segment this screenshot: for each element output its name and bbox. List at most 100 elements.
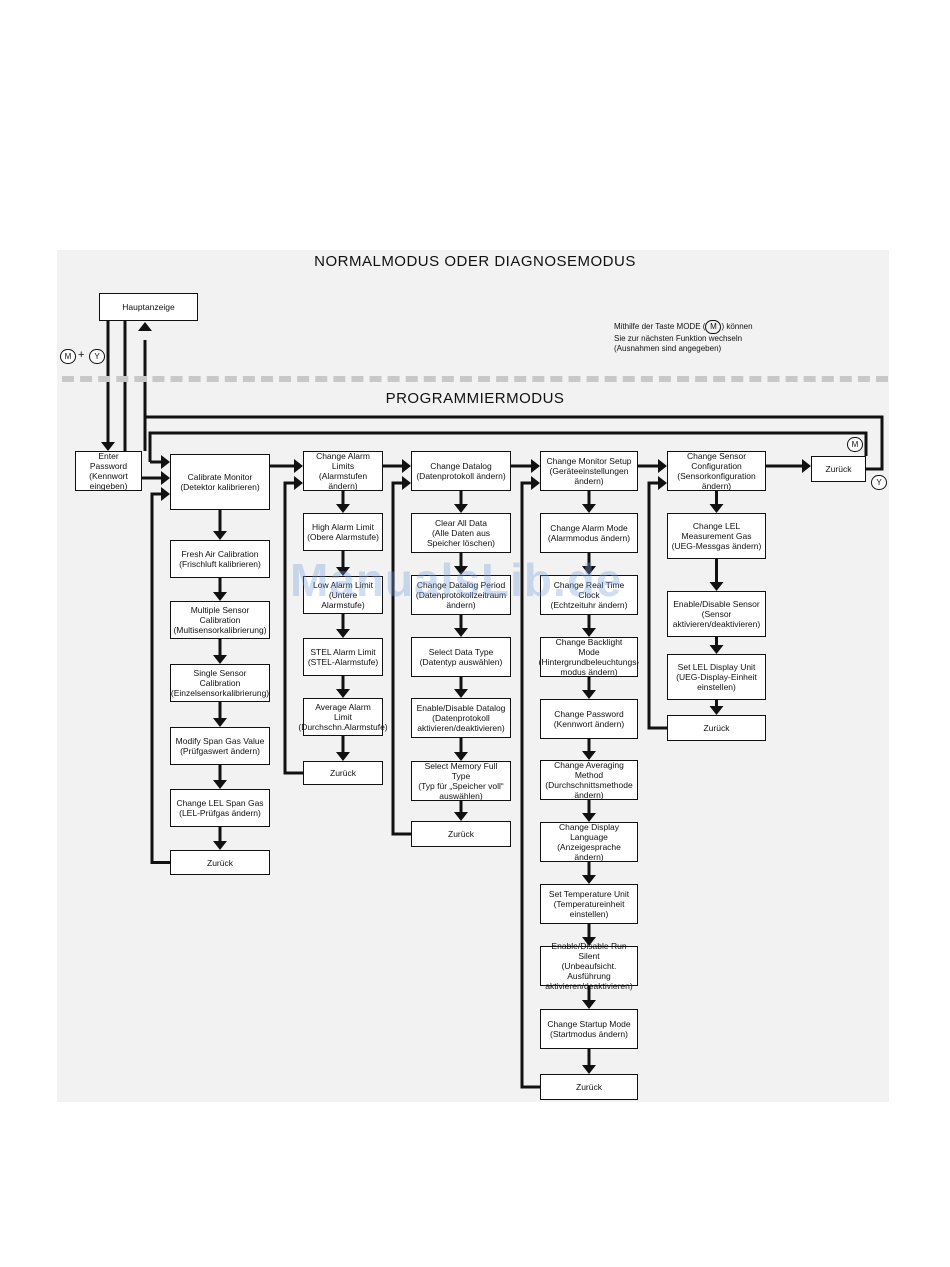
arrow-h1-h2	[402, 459, 411, 473]
column-1-head-de: (Alarmstufen ändern)	[318, 471, 368, 491]
column-1-item-1-en: Low Alarm Limit	[313, 580, 373, 590]
arrow-col3-0	[582, 504, 596, 513]
column-3-item-1-en: Change Real Time Clock	[553, 580, 625, 600]
arrow-col2-5	[454, 812, 468, 821]
column-0-item-2-de: (Einzelsensorkalibrierung)	[170, 688, 270, 698]
arrow-col1-4	[336, 752, 350, 761]
column-0-back-label: Zurück	[207, 857, 233, 868]
arrow-col2-1	[454, 566, 468, 575]
arrow-outer-return	[138, 322, 152, 331]
column-3-item-6: Set Temperature Unit(Temperatureinheit e…	[540, 884, 638, 924]
arrow-col0-return	[161, 487, 170, 501]
arrow-col3-5	[582, 813, 596, 822]
column-0-back-box: Zurück	[170, 850, 270, 875]
note-line1-pre: Mithilfe der Taste MODE (	[614, 322, 706, 332]
arrow-col3-8	[582, 1000, 596, 1009]
column-3-item-5: Change Display Language(Anzeigesprache ä…	[540, 822, 638, 862]
note-line2: Sie zur nächsten Funktion wechseln	[614, 334, 743, 343]
column-2-item-3-en: Enable/Disable Datalog	[416, 703, 506, 713]
wire-col1-return	[283, 481, 303, 775]
note-line3: (Ausnahmen sind angegeben)	[614, 344, 722, 353]
column-2-item-2-de: (Datentyp auswählen)	[419, 657, 503, 667]
column-3-item-0-de: (Alarmmodus ändern)	[547, 533, 631, 543]
column-3-item-1: Change Real Time Clock(Echtzeituhr änder…	[540, 575, 638, 615]
arrow-col2-3	[454, 689, 468, 698]
arrow-col4-3	[709, 706, 724, 715]
arrow-col3-1	[582, 566, 596, 575]
column-3-item-3-en: Change Password	[554, 709, 624, 719]
column-2-head-de: (Datenprotokoll ändern)	[416, 471, 506, 481]
arrow-col2-4	[454, 752, 468, 761]
column-3-item-4-de: (Durchschnittsmethode ändern)	[545, 780, 633, 800]
arrow-col3-9	[582, 1065, 596, 1074]
arrow-col0-1	[213, 592, 227, 601]
column-3-item-5-en: Change Display Language	[558, 822, 619, 842]
arrow-password-to-calibrate	[161, 471, 170, 485]
column-0-item-4-en: Change LEL Span Gas	[176, 798, 264, 808]
column-4-item-2-de: (UEG-Display-Einheit einstellen)	[676, 672, 757, 692]
y-key-icon-right: Y	[871, 475, 887, 490]
column-2-item-0-de: (Alle Daten aus Speicher löschen)	[426, 528, 496, 548]
column-0-item-3: Modify Span Gas Value(Prüfgaswert ändern…	[170, 727, 270, 765]
normal-mode-title: NORMALMODUS ODER DIAGNOSEMODUS	[314, 253, 636, 270]
column-0-item-4-de: (LEL-Prüfgas ändern)	[179, 808, 261, 818]
arrow-col0-5	[213, 841, 227, 850]
column-2-item-4-de: (Typ für „Speicher voll“ auswählen)	[418, 781, 504, 801]
column-0-item-1-de: (Multisensorkalibrierung)	[173, 625, 267, 635]
arrow-col1-1	[336, 567, 350, 576]
column-4-item-0: Change LEL Measurement Gas(UEG-Messgas ä…	[667, 513, 766, 559]
wire-col3-return	[520, 481, 540, 1089]
column-2-item-3: Enable/Disable Datalog(Datenprotokoll ak…	[411, 698, 511, 738]
zuruck-top-label: Zurück	[825, 464, 852, 474]
column-4-head: Change Sensor Configuration(Sensorkonfig…	[667, 451, 766, 491]
column-1-item-2: STEL Alarm Limit(STEL-Alarmstufe)	[303, 638, 383, 676]
column-3-item-0-en: Change Alarm Mode	[550, 523, 628, 533]
column-2-item-3-de: (Datenprotokoll aktivieren/deaktivieren)	[417, 713, 505, 733]
arrow-col3-2	[582, 628, 596, 637]
column-3-head-en: Change Monitor Setup	[546, 456, 632, 466]
column-0-head-de: (Detektor kalibrieren)	[180, 482, 260, 492]
column-3-item-6-de: (Temperatureinheit einstellen)	[553, 899, 625, 919]
arrow-col4-2	[709, 645, 724, 654]
arrow-h0-h1	[294, 459, 303, 473]
column-3-item-8-en: Change Startup Mode	[547, 1019, 631, 1029]
enter-password-en: Enter Password	[89, 451, 128, 471]
arrow-col1-3	[336, 689, 350, 698]
main-display-label: Hauptanzeige	[122, 302, 175, 312]
column-3-item-7: Enable/Disable Run Silent(Unbeaufsicht. …	[540, 941, 638, 991]
arrow-col1-2	[336, 629, 350, 638]
column-0-item-3-en: Modify Span Gas Value	[175, 736, 265, 746]
column-0-head: Calibrate Monitor(Detektor kalibrieren)	[170, 454, 270, 510]
column-1-head-en: Change Alarm Limits	[316, 451, 370, 471]
column-3-item-8-de: (Startmodus ändern)	[550, 1029, 628, 1039]
column-3-item-1-de: (Echtzeituhr ändern)	[550, 600, 628, 610]
column-4-item-2: Set LEL Display Unit(UEG-Display-Einheit…	[667, 654, 766, 700]
column-1-back-box: Zurück	[303, 761, 383, 785]
arrow-col4-return	[658, 476, 667, 490]
arrow-col1-return	[294, 476, 303, 490]
note-line1-post: ) können	[721, 322, 753, 332]
column-3-item-3-de: (Kennwort ändern)	[553, 719, 625, 729]
column-0-item-1: Multiple Sensor Calibration(Multisensork…	[170, 601, 270, 639]
arrow-col0-3	[213, 718, 227, 727]
program-mode-title: PROGRAMMIERMODUS	[385, 390, 565, 407]
mode-divider	[62, 376, 888, 382]
arrow-col0-4	[213, 780, 227, 789]
column-1-head: Change Alarm Limits(Alarmstufen ändern)	[303, 451, 383, 491]
wire-col2-return	[391, 481, 411, 836]
column-2-item-1: Change Datalog Period(Datenprotokollzeit…	[411, 575, 511, 615]
column-2-item-2: Select Data Type(Datentyp auswählen)	[411, 637, 511, 677]
arrow-col3-3	[582, 690, 596, 699]
arrow-col4-1	[709, 582, 724, 591]
column-2-back-box: Zurück	[411, 821, 511, 847]
arrow-col2-2	[454, 628, 468, 637]
m-key-icon-right: M	[847, 437, 863, 452]
column-4-item-1-en: Enable/Disable Sensor	[673, 599, 760, 609]
column-1-item-2-de: (STEL-Alarmstufe)	[307, 657, 379, 667]
column-3-item-8: Change Startup Mode(Startmodus ändern)	[540, 1009, 638, 1049]
column-3-item-7-de: (Unbeaufsicht. Ausführung aktivieren/dea…	[545, 961, 633, 991]
arrow-main-to-password	[101, 442, 115, 451]
wire-outer-return	[143, 415, 884, 471]
arrow-col4-0	[709, 504, 724, 513]
enter-password-de1: (Kennwort	[89, 471, 128, 481]
